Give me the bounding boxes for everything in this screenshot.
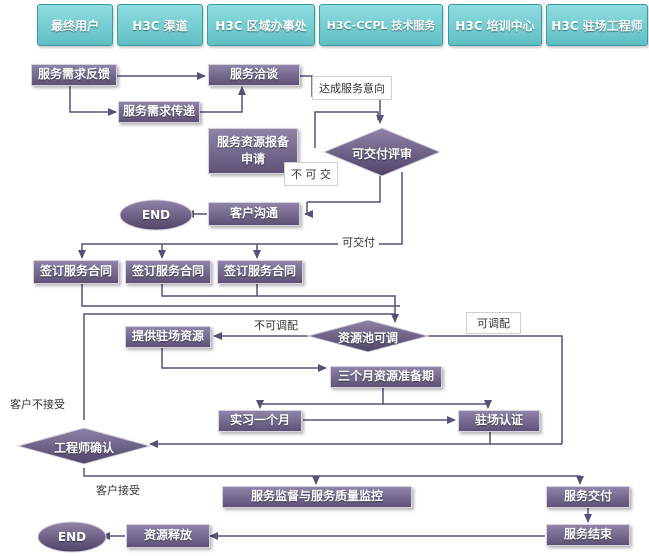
node-provide-onsite: 提供驻场资源 bbox=[125, 326, 211, 348]
arrow-pool-adjustable bbox=[420, 335, 563, 444]
label-customer-rejects: 客户不接受 bbox=[4, 392, 71, 416]
end-oval-2 bbox=[37, 521, 107, 553]
arrow-review-to-contracts bbox=[78, 172, 403, 259]
node-customer-communication: 客户沟通 bbox=[208, 202, 300, 226]
decision-resource-pool-label: 资源池可调 bbox=[337, 331, 398, 345]
arrow-request-to-relay bbox=[69, 84, 117, 116]
arrow-prep-to-internship bbox=[256, 388, 384, 409]
label-customer-accepts: 客户接受 bbox=[90, 479, 146, 501]
node-service-end: 服务结束 bbox=[546, 524, 630, 546]
end-oval-2-label: END bbox=[57, 530, 87, 544]
label-intent-reached: 达成服务意向 bbox=[312, 76, 392, 100]
node-resource-release: 资源释放 bbox=[126, 524, 210, 548]
node-service-negotiation: 服务洽谈 bbox=[208, 64, 300, 86]
arrow-cert-to-confirm bbox=[149, 432, 491, 448]
arrow-application-to-review bbox=[314, 111, 379, 148]
end-oval-1 bbox=[119, 199, 193, 231]
node-three-month-prep: 三个月资源准备期 bbox=[330, 366, 442, 388]
lane-h3c-training-center: H3C 培训中心 bbox=[448, 4, 542, 46]
arrow-contracts-to-pool bbox=[161, 284, 399, 323]
node-sign-contract-2: 签订服务合同 bbox=[125, 260, 211, 284]
label-adjustable: 可调配 bbox=[466, 312, 521, 334]
arrow-relay-to-negotiation bbox=[200, 86, 246, 113]
node-service-request: 服务需求反馈 bbox=[31, 64, 117, 86]
node-internship: 实习一个月 bbox=[218, 410, 302, 432]
lane-end-user: 最终用户 bbox=[37, 4, 113, 46]
arrow-onsite-to-prep bbox=[161, 348, 327, 372]
end-oval-1-label: END bbox=[141, 208, 171, 222]
decision-delivery-review-label: 可交付评审 bbox=[351, 147, 412, 161]
lane-h3c-onsite-engineer: H3C 驻场工程师 bbox=[546, 4, 648, 46]
node-service-delivery: 服务交付 bbox=[546, 486, 630, 508]
node-service-monitor: 服务监督与服务质量监控 bbox=[222, 486, 412, 508]
decision-delivery-review bbox=[322, 127, 442, 177]
decision-engineer-confirm-label: 工程师确认 bbox=[53, 441, 114, 455]
label-deliverable: 可交付 bbox=[338, 232, 379, 252]
lane-h3c-channel: H3C 渠道 bbox=[117, 4, 203, 46]
lane-h3c-regional-office: H3C 区域办事处 bbox=[207, 4, 315, 46]
node-sign-contract-1: 签订服务合同 bbox=[33, 260, 119, 284]
node-onsite-cert: 驻场认证 bbox=[458, 410, 540, 432]
node-resource-application: 服务资源报备申请 bbox=[208, 128, 298, 174]
decision-engineer-confirm bbox=[16, 427, 152, 465]
arrow-prep-to-cert bbox=[383, 400, 492, 409]
node-request-relay: 服务需求传递 bbox=[118, 101, 200, 123]
arrow-confirm-rejects bbox=[83, 313, 396, 420]
arrow-confirm-accepts bbox=[83, 468, 584, 485]
arrow-review-to-communication bbox=[307, 172, 381, 203]
lane-h3c-ccpl-tech-service: H3C-CCPL 技术服务 bbox=[319, 4, 443, 46]
node-sign-contract-3: 签订服务合同 bbox=[217, 260, 303, 284]
label-not-adjustable: 不可调配 bbox=[250, 316, 302, 334]
label-not-deliverable: 不 可 交 bbox=[284, 162, 338, 186]
decision-resource-pool bbox=[306, 319, 430, 353]
